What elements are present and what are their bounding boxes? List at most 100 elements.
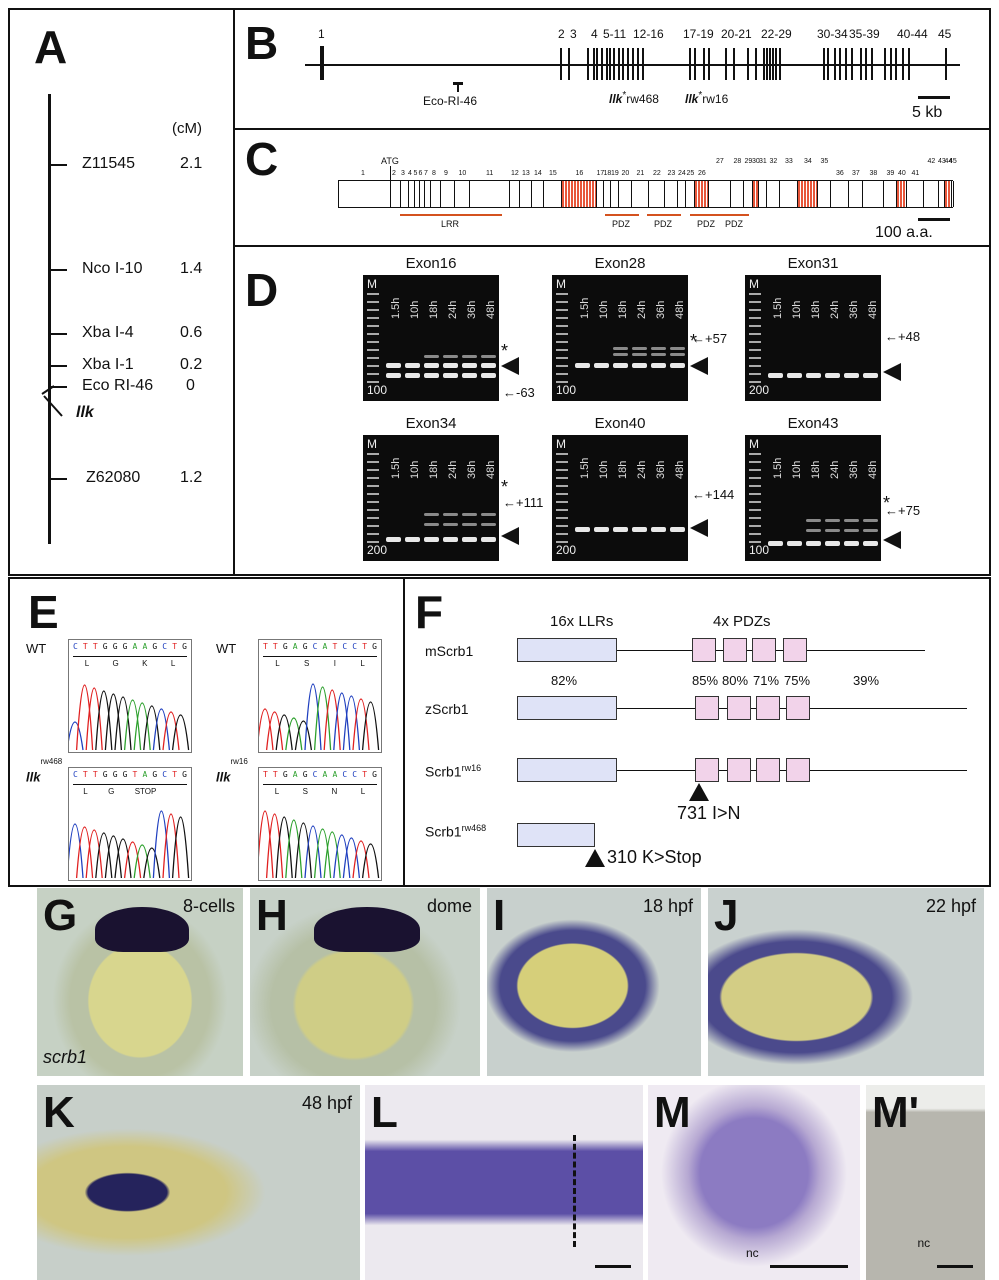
gel-band [613, 363, 628, 368]
gel-band-faint [613, 353, 628, 356]
lane-label: 1.5h [390, 457, 402, 479]
protein-exon [678, 181, 686, 207]
gel-band [481, 363, 496, 368]
amino-acid: L [170, 659, 176, 668]
gel-band-faint [462, 513, 477, 516]
base-call: C [352, 642, 358, 651]
genotype-label: WT [216, 641, 236, 656]
exon-label-0: 1 [318, 27, 325, 41]
trace-peak [323, 831, 341, 879]
trace-peak [275, 714, 293, 751]
gel-band [424, 373, 439, 378]
protein-exon-number: 10 [458, 170, 467, 177]
trace-peak [352, 698, 370, 751]
protein-exon [907, 181, 924, 207]
ladder-band [367, 517, 379, 519]
chromosome-line [48, 94, 51, 544]
trace-peak [162, 813, 180, 879]
amino-acid: G [112, 659, 119, 668]
protein-exon-number: 11 [486, 170, 494, 177]
mutant-gene: llk [609, 92, 623, 106]
trace-peak [333, 692, 351, 751]
trace-peak [323, 689, 341, 751]
lane-label: 10h [791, 300, 803, 319]
protein-exon-number: 34 [804, 158, 812, 165]
marker-value-4: 0 [186, 377, 195, 394]
ladder-band [749, 381, 761, 383]
ladder-band [556, 477, 568, 479]
exon-bar [834, 48, 836, 80]
trace-peak [69, 721, 84, 751]
panel-label: K [43, 1088, 75, 1137]
divider-e [403, 577, 405, 887]
trace-peak [152, 810, 171, 879]
base-call: T [132, 770, 138, 779]
exon-bar [895, 48, 897, 80]
lane-label: M [749, 437, 759, 451]
panel-label: I [493, 891, 506, 940]
protein-exon [849, 181, 863, 207]
exon-bar [851, 48, 853, 80]
exon-bars [235, 10, 990, 128]
exon-bar [627, 48, 629, 80]
size-annotation: ←+144 [692, 487, 735, 502]
exon-bar [772, 48, 774, 80]
ladder-band [556, 469, 568, 471]
gel-title: Exon34 [405, 415, 457, 432]
protein-exon-number: 25 [686, 170, 695, 177]
protein-exon-number: 13 [522, 170, 530, 177]
protein-exon [455, 181, 470, 207]
gel-band [443, 363, 458, 368]
base-call: C [342, 770, 348, 779]
protein-exon-number: 18 [603, 170, 612, 177]
protein-exon-number: 9 [444, 170, 448, 177]
protein-exon [709, 181, 731, 207]
base-call: G [182, 642, 187, 651]
gel-band-faint [481, 355, 496, 358]
gel-band [424, 537, 439, 542]
trace-peak [162, 711, 180, 751]
genotype: WT [216, 641, 237, 656]
gel-band [386, 363, 401, 368]
ladder-band [556, 525, 568, 527]
protein-exon [897, 181, 907, 207]
exon-bar [779, 48, 781, 80]
exon-bar [775, 48, 777, 80]
ladder-band [749, 533, 761, 535]
trace-peak [171, 714, 190, 751]
protein-exon-number: 38 [869, 170, 878, 177]
ladder-band [749, 517, 761, 519]
protein-exon-number: 16 [575, 170, 584, 177]
ladder-band [556, 453, 568, 455]
lrr-box [517, 758, 617, 782]
lane-label: 48h [485, 300, 497, 319]
panel-label: L [371, 1088, 398, 1137]
ladder-band [367, 325, 379, 327]
ladder-band [556, 517, 568, 519]
base-call: G [102, 770, 108, 779]
base-call: A [322, 642, 328, 651]
gel-band [806, 373, 821, 378]
tick-3 [51, 365, 67, 367]
trace-peak [104, 693, 123, 751]
lrr-box [517, 638, 617, 662]
gel-band-faint [863, 529, 878, 532]
ladder-band [749, 373, 761, 375]
protein-exon [415, 181, 420, 207]
protein-exon [420, 181, 425, 207]
trace-peak [361, 843, 380, 879]
gel-band-faint [806, 529, 821, 532]
gel-band [424, 363, 439, 368]
protein-track [338, 180, 954, 208]
lane-label: 24h [829, 300, 841, 319]
panel-label: G [43, 891, 78, 940]
gel-band [613, 527, 628, 532]
identity-0: 82% [551, 673, 578, 688]
protein-exon-number: 44 [944, 158, 953, 165]
trace-peak [85, 687, 103, 751]
